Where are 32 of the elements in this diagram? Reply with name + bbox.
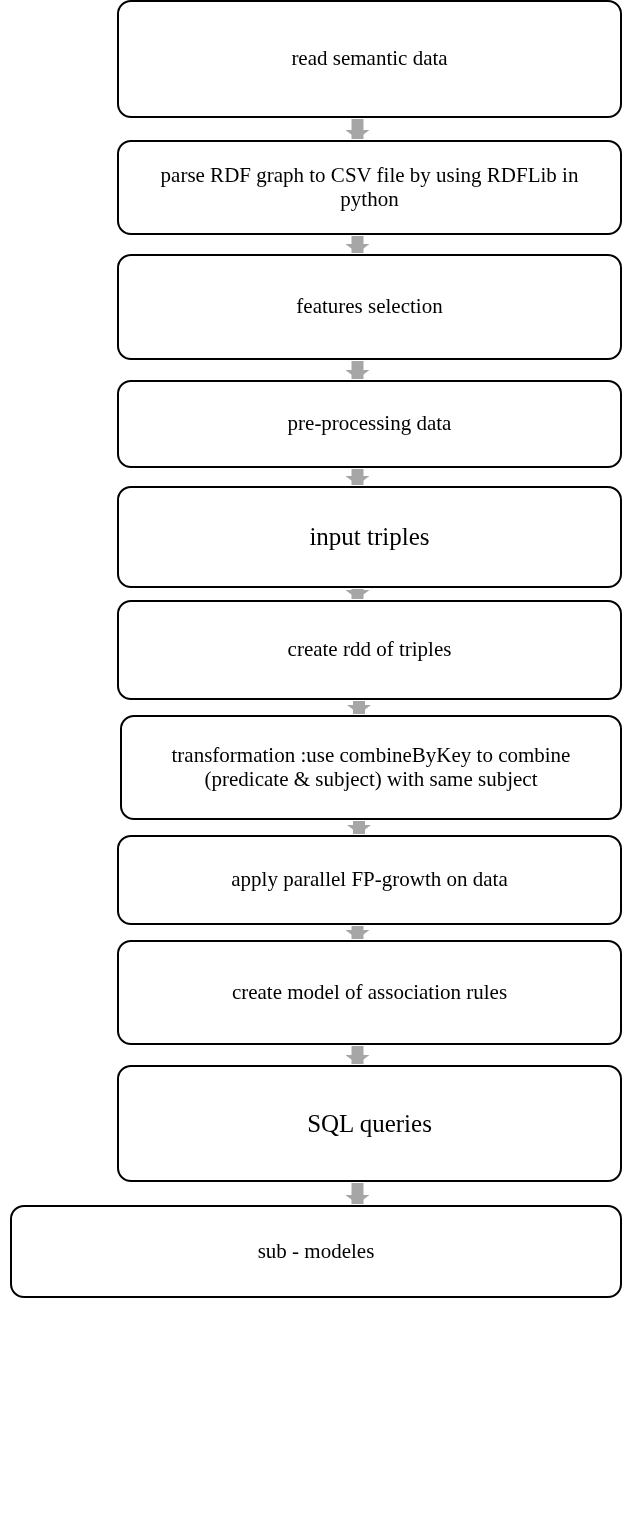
arrow bbox=[345, 469, 370, 485]
arrow bbox=[347, 701, 371, 714]
process-box bbox=[117, 0, 622, 118]
process-box bbox=[117, 380, 622, 468]
process-box bbox=[117, 600, 622, 700]
arrow bbox=[345, 1046, 370, 1064]
step-label: sub - modeles bbox=[257, 1239, 375, 1264]
process-box bbox=[117, 1065, 622, 1182]
arrow bbox=[345, 926, 370, 939]
arrow bbox=[345, 1183, 370, 1204]
process-box bbox=[117, 940, 622, 1045]
arrow bbox=[345, 361, 370, 379]
step-label: SQL queries bbox=[307, 1109, 432, 1138]
process-box bbox=[117, 140, 622, 235]
arrow bbox=[347, 821, 371, 834]
process-box bbox=[120, 715, 622, 820]
step-label: pre-processing data bbox=[287, 412, 452, 436]
process-box bbox=[117, 835, 622, 925]
process-box bbox=[117, 254, 622, 360]
step-label: input triples bbox=[309, 523, 430, 551]
step-label: apply parallel FP-growth on data bbox=[231, 868, 508, 892]
step-label: parse RDF graph to CSV file by using RDFLib in python bbox=[159, 164, 580, 211]
step-label: create model of association rules bbox=[231, 980, 508, 1005]
process-box bbox=[10, 1205, 622, 1298]
process-box bbox=[117, 486, 622, 588]
step-label: create rdd of triples bbox=[287, 638, 452, 662]
step-label: read semantic data bbox=[291, 47, 448, 71]
step-label: features selection bbox=[296, 295, 443, 319]
step-label: transformation :use combineByKey to combine (predicate & subject) with same subject bbox=[170, 744, 572, 791]
arrow bbox=[345, 589, 370, 599]
arrow bbox=[345, 119, 370, 139]
arrow bbox=[345, 236, 370, 253]
